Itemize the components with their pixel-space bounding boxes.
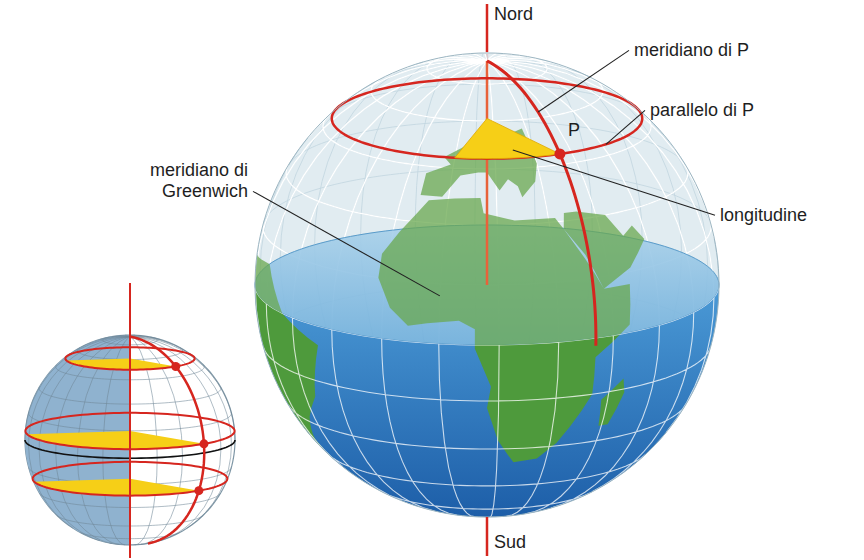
- earth-axis: [129, 283, 131, 558]
- earth-axis: [486, 61, 489, 285]
- meridian-line: [487, 61, 596, 346]
- point-dot: [554, 148, 565, 159]
- globe-surface: [255, 53, 719, 517]
- point-label: P: [568, 120, 580, 141]
- leader-line: [253, 191, 440, 295]
- callout-label: meridiano di Greenwich: [108, 160, 248, 201]
- small-globe: [25, 283, 235, 558]
- leader-line: [606, 110, 645, 144]
- callout-label: meridiano di P: [634, 40, 749, 61]
- pole-label: Nord: [494, 4, 533, 25]
- point-dot: [199, 439, 208, 448]
- graticule: [255, 53, 719, 517]
- large-globe: [255, 4, 719, 556]
- callout-label: longitudine: [720, 205, 807, 226]
- pole-label: Sud: [494, 532, 526, 553]
- earth-axis: [486, 517, 489, 556]
- point-dot: [171, 362, 180, 371]
- leader-line: [538, 50, 629, 112]
- graticule-south: [255, 53, 719, 517]
- leader-lines: [253, 50, 715, 296]
- back-graticule: [255, 53, 719, 517]
- point-dot: [194, 486, 203, 495]
- leader-line: [513, 150, 715, 215]
- callout-label: parallelo di P: [650, 100, 754, 121]
- meridian-line: [130, 337, 204, 544]
- parallel-line: [332, 78, 642, 158]
- globe-outline: [255, 53, 719, 517]
- land-south: [255, 128, 644, 462]
